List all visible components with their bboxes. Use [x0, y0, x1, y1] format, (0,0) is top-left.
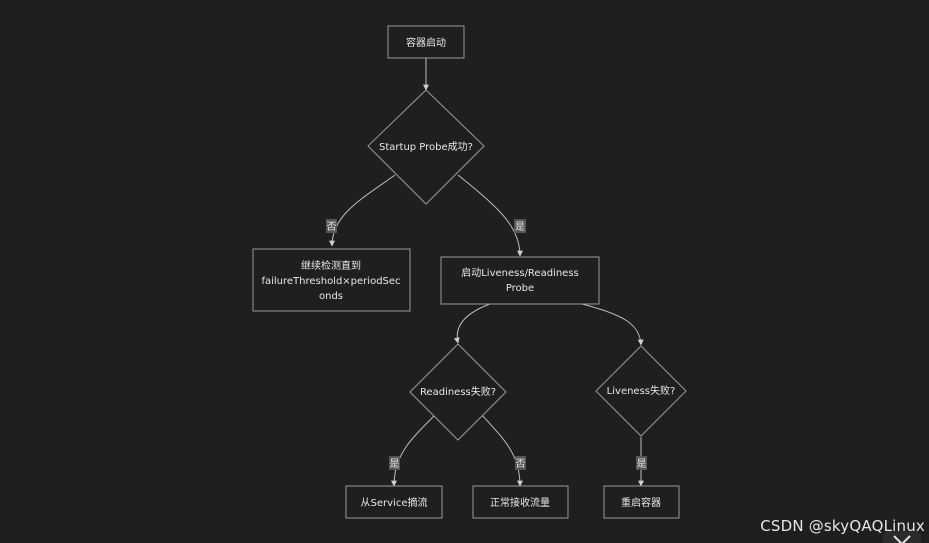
svg-text:Startup Probe成功?: Startup Probe成功?	[379, 141, 473, 153]
edge-label-no-1: 否	[326, 219, 337, 233]
svg-text:容器启动: 容器启动	[406, 36, 446, 49]
edge-readiness-yes	[391, 413, 437, 487]
svg-text:Probe: Probe	[506, 283, 534, 294]
chevron-down-icon	[893, 535, 911, 543]
svg-text:failureThreshold×periodSec: failureThreshold×periodSec	[261, 276, 400, 287]
decision-readiness: Readiness失败?	[409, 343, 507, 441]
scroll-down-button[interactable]	[883, 531, 921, 543]
svg-text:否: 否	[516, 458, 526, 470]
edges	[329, 58, 644, 487]
node-restart-container: 重启容器	[603, 485, 680, 519]
svg-text:是: 是	[515, 221, 525, 233]
svg-text:是: 是	[637, 458, 647, 470]
edge-probes-to-readiness	[453, 303, 491, 344]
decision-liveness: Liveness失败?	[595, 345, 687, 437]
svg-text:重启容器: 重启容器	[621, 496, 661, 509]
edge-label-yes-2: 是	[389, 456, 400, 470]
node-container-start: 容器启动	[387, 25, 465, 59]
edge-label-yes-1: 是	[514, 219, 526, 233]
node-remove-from-service: 从Service摘流	[345, 485, 443, 519]
edge-startup-no	[329, 174, 396, 247]
watermark: CSDN @skyQAQLinux	[760, 517, 925, 535]
node-normal-traffic: 正常接收流量	[472, 485, 569, 519]
svg-text:Readiness失败?: Readiness失败?	[420, 385, 496, 398]
svg-text:onds: onds	[319, 291, 343, 302]
svg-text:Liveness失败?: Liveness失败?	[607, 384, 676, 397]
svg-text:否: 否	[327, 221, 337, 233]
svg-text:从Service摘流: 从Service摘流	[361, 496, 428, 509]
edge-label-no-2: 否	[515, 456, 526, 470]
node-start-probes: 启动Liveness/Readiness Probe	[440, 256, 600, 305]
svg-text:正常接收流量: 正常接收流量	[490, 496, 550, 509]
node-continue-checking: 继续检测直到 failureThreshold×periodSec onds	[252, 248, 411, 312]
edge-startup-yes	[457, 174, 523, 257]
decision-startup-probe: Startup Probe成功?	[367, 89, 485, 205]
edge-label-yes-3: 是	[636, 456, 647, 470]
svg-text:继续检测直到: 继续检测直到	[301, 259, 361, 272]
edge-readiness-no	[480, 413, 523, 487]
svg-text:是: 是	[390, 458, 400, 470]
edge-probes-to-liveness	[581, 303, 644, 346]
svg-text:启动Liveness/Readiness: 启动Liveness/Readiness	[461, 266, 579, 279]
edge-labels: 否 是 是 否 是	[326, 219, 647, 470]
